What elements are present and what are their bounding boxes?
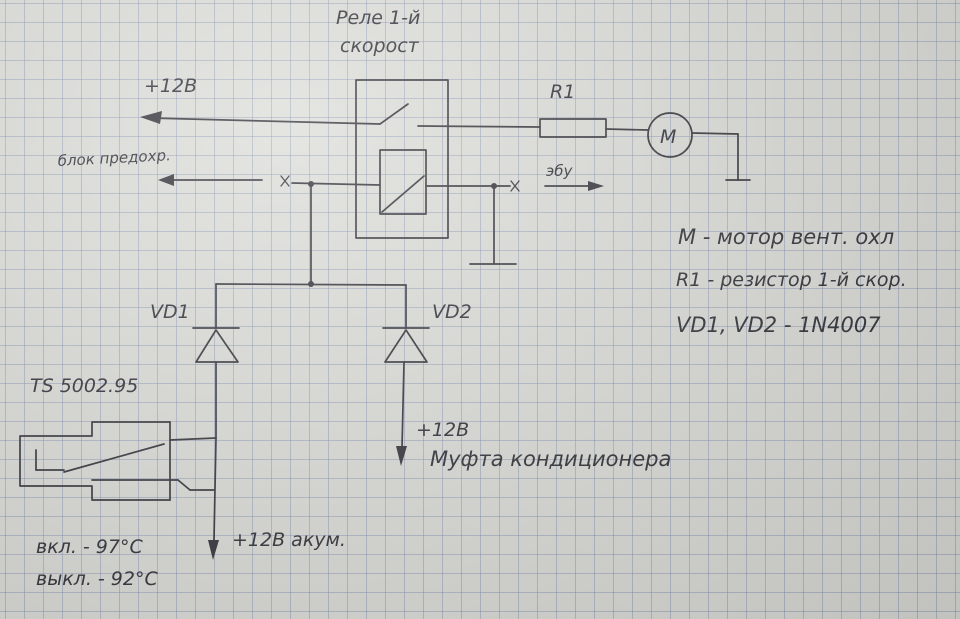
label-fuse-block: блок предохр. <box>57 146 171 170</box>
legend-line-3: VD1, VD2 - 1N4007 <box>676 313 881 337</box>
arrow-clutch-icon <box>396 446 407 466</box>
wire-vd2-down <box>401 361 405 449</box>
resistor-r1 <box>539 118 607 138</box>
label-r1: R1 <box>550 81 575 103</box>
label-off-temp: выкл. - 92°С <box>36 568 158 590</box>
label-sensor: TS 5002.95 <box>30 375 138 397</box>
motor-symbol <box>647 112 693 158</box>
legend-line-2: R1 - резистор 1-й скор. <box>676 269 907 291</box>
wire-to-r1 <box>417 125 541 128</box>
arrow-fuse-block-icon <box>158 174 174 186</box>
arrow-ecu-icon <box>588 181 604 191</box>
wire-plus12-top <box>149 117 381 125</box>
arrow-plus12-top-icon <box>140 111 162 124</box>
wire-coil-left <box>291 182 381 186</box>
diode-vd2 <box>382 327 430 363</box>
label-motor: M <box>660 126 676 148</box>
relay-box <box>355 79 449 239</box>
arrow-battery-icon <box>208 540 219 560</box>
diode-vd1 <box>192 327 240 363</box>
wire-vd1-sensor <box>169 437 217 441</box>
label-clutch: Муфта кондиционера <box>430 447 671 471</box>
label-vd1: VD1 <box>150 301 190 323</box>
label-on-temp: вкл. - 97°С <box>36 536 143 558</box>
wire-motor-ground <box>691 132 739 135</box>
relay-coil <box>379 149 427 215</box>
label-plus12-battery: +12В акум. <box>232 529 346 551</box>
label-plus12-clutch: +12В <box>416 419 469 441</box>
junction-bus <box>308 281 314 287</box>
label-ecu: эбу <box>546 162 573 180</box>
temperature-sensor <box>19 421 215 501</box>
relay-title-line1: Реле 1-й <box>336 7 420 29</box>
wire-r1-motor <box>605 128 649 131</box>
legend-line-1: M - мотор вент. охл <box>678 225 894 249</box>
relay-coil-diagonal <box>381 175 425 213</box>
relay-switch-contact <box>379 103 409 125</box>
label-vd2: VD2 <box>432 301 472 323</box>
wire-battery <box>213 437 217 541</box>
label-plus12-top: +12В <box>144 75 197 97</box>
relay-title-line2: скорост <box>340 35 420 57</box>
